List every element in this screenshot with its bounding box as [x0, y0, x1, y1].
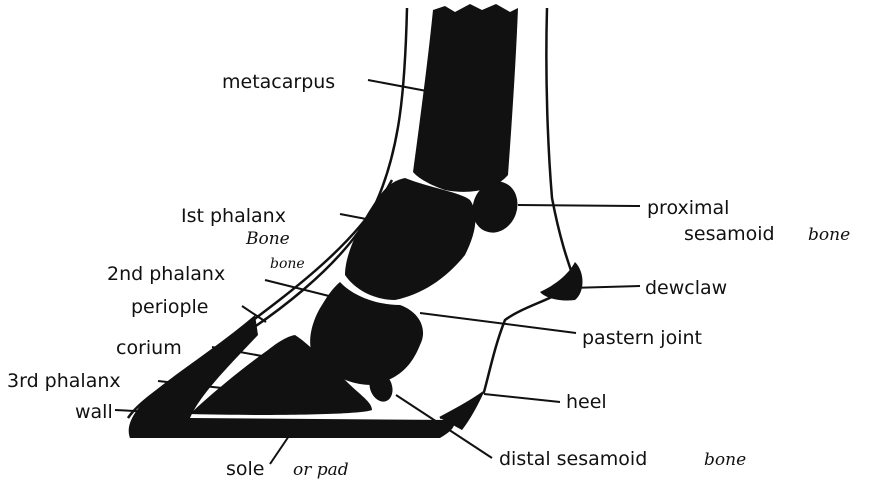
- label-distal-sesamoid: distal sesamoid: [499, 448, 647, 470]
- note-distal-sesamoid-bone: bone: [704, 450, 746, 470]
- label-metacarpus: metacarpus: [222, 71, 335, 93]
- note-sole-pad: or pad: [293, 460, 349, 480]
- note-second-phalanx-bone: bone: [270, 256, 305, 272]
- first-phalanx-bone: [345, 178, 475, 300]
- label-dewclaw: dewclaw: [645, 277, 727, 299]
- label-sesamoid: sesamoid: [684, 223, 775, 245]
- leader-metacarpus: [368, 80, 432, 92]
- label-sole: sole: [226, 458, 265, 480]
- label-third-phalanx: 3rd phalanx: [7, 370, 121, 392]
- leader-pastern: [420, 313, 576, 333]
- label-corium: corium: [116, 337, 182, 359]
- note-first-phalanx-bone: Bone: [245, 229, 290, 249]
- leader-heel: [484, 394, 560, 402]
- label-heel: heel: [566, 391, 607, 413]
- label-periople: periople: [131, 296, 209, 318]
- label-wall: wall: [75, 401, 113, 423]
- label-pastern-joint: pastern joint: [582, 327, 702, 349]
- note-proximal-sesamoid-bone: bone: [808, 225, 850, 245]
- label-proximal: proximal: [647, 197, 729, 219]
- label-second-phalanx: 2nd phalanx: [107, 263, 225, 285]
- label-first-phalanx: Ist phalanx: [181, 205, 286, 227]
- leader-proximal-sesamoid: [518, 205, 640, 206]
- dewclaw: [540, 262, 583, 301]
- metacarpus-bone: [413, 4, 518, 192]
